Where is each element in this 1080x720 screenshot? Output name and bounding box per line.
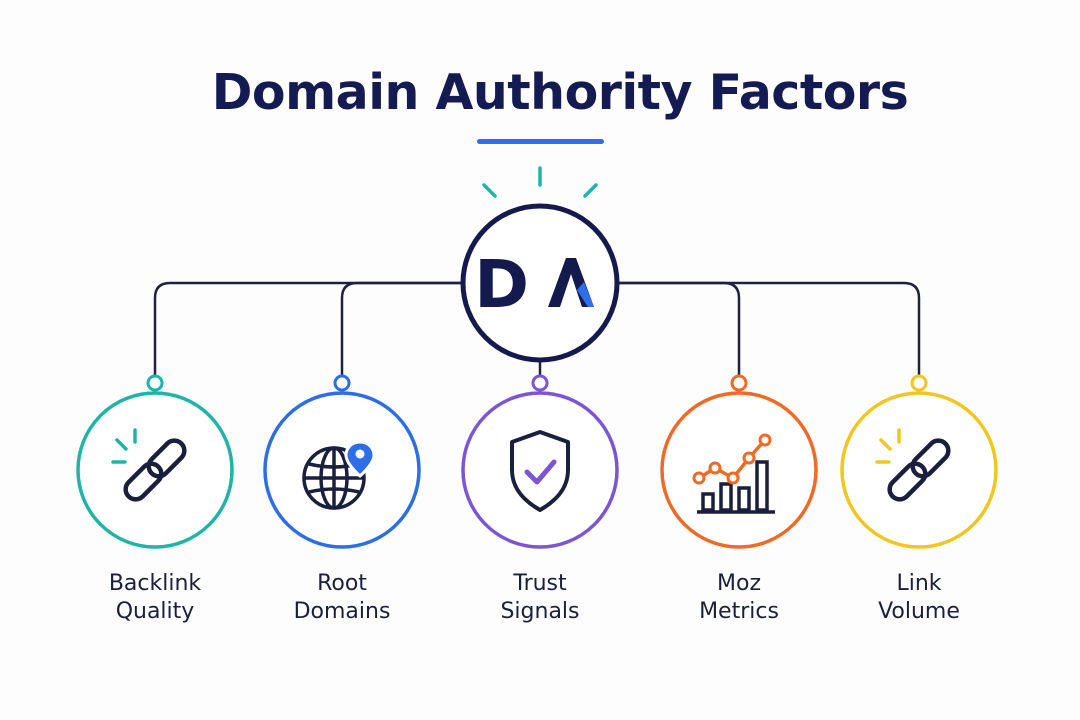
- connector-node: [910, 374, 928, 392]
- factor-ring: [840, 391, 998, 549]
- da-logo-d: D: [474, 246, 529, 323]
- highlight-rays: [482, 166, 598, 198]
- factor-label-line-1: Link: [896, 571, 942, 596]
- factor-label-line-2: Metrics: [699, 599, 779, 624]
- factor-list: [76, 374, 998, 549]
- chain-link-icon: [875, 428, 951, 502]
- factor-label-line-2: Volume: [878, 599, 960, 624]
- shield-check-icon: [510, 430, 570, 512]
- da-badge: D: [460, 203, 620, 363]
- globe-pin-icon: [302, 440, 376, 510]
- factor-5: [840, 374, 998, 549]
- factor-2: [263, 374, 421, 549]
- factor-label-line-2: Domains: [293, 599, 391, 624]
- factor-3: [461, 374, 619, 549]
- factor-label-line-1: Trust: [513, 571, 567, 596]
- chain-link-icon: [111, 428, 187, 502]
- title-underline: [477, 139, 604, 144]
- factor-label-line-1: Root: [317, 571, 367, 596]
- factor-4: [660, 374, 818, 549]
- factor-label-line-1: Backlink: [108, 571, 202, 596]
- connector-node: [146, 374, 164, 392]
- da-logo-accent: [577, 282, 594, 307]
- factor-ring: [461, 391, 619, 549]
- page-title: Domain Authority Factors: [211, 64, 909, 121]
- connector-node: [730, 374, 748, 392]
- factor-1: [76, 374, 234, 549]
- factor-ring: [263, 391, 421, 549]
- factor-label-line-2: Quality: [115, 599, 195, 624]
- factor-label-line-1: Moz: [717, 571, 761, 596]
- factor-ring: [76, 391, 234, 549]
- bar-chart-icon: [692, 433, 775, 514]
- connector-node: [333, 374, 351, 392]
- factor-label-line-2: Signals: [500, 599, 580, 624]
- connector-lines: [153, 281, 921, 376]
- connector-node: [531, 374, 549, 392]
